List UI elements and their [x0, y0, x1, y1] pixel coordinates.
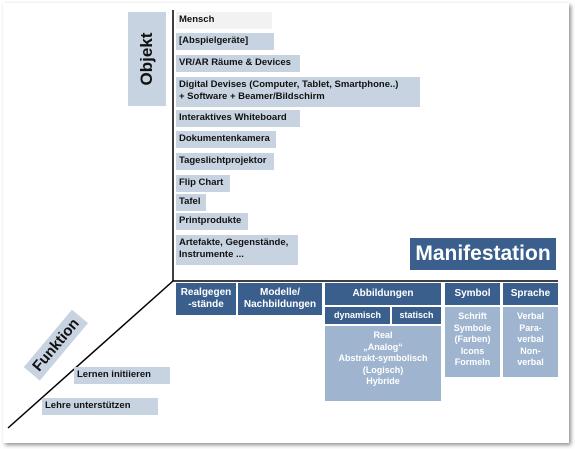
symbol-header: Symbol [445, 283, 500, 305]
symbol-detail-schrift: Schrift [458, 311, 487, 321]
symbol-detail-farben: (Farben) [454, 334, 491, 344]
objekt-item-mensch: Mensch [176, 12, 272, 29]
realgegenstaende-box: Realgegen -stände [176, 283, 236, 315]
symbol-detail-formeln: Formeln [454, 357, 491, 367]
objekt-axis-title: Objekt [128, 12, 166, 106]
symbol-detail-symbole: Symbole [453, 322, 492, 333]
funktion-axis-title: Funktion [22, 309, 90, 381]
sprache-detail-verbal: Verbal [516, 311, 545, 321]
abbildungen-header: Abbildungen [325, 283, 441, 305]
digital-devices-line-2: + Software + Beamer/Bildschirm [179, 91, 325, 102]
sprache-detail-para: Para- [519, 322, 542, 333]
objekt-item-flip-chart: Flip Chart [176, 175, 230, 192]
objekt-item-vr-ar: VR/AR Räume & Devices [176, 55, 300, 72]
funktion-item-lernen-initiieren: Lernen initiieren [74, 367, 170, 384]
objekt-item-whiteboard: Interaktives Whiteboard [176, 110, 300, 127]
abb-detail-abstrakt: Abstrakt-symbolisch [338, 353, 428, 363]
sprache-detail-non: Non- [520, 345, 541, 356]
objekt-item-tafel: Tafel [176, 194, 206, 211]
abb-detail-logisch: (Logisch) [362, 364, 404, 375]
symbol-details: Schrift Symbole (Farben) Icons Formeln [445, 307, 500, 377]
realgegen-line-2: -stände [188, 299, 224, 310]
objekt-item-tageslichtprojektor: Tageslichtprojektor [176, 153, 274, 170]
sprache-detail-nonverbal: verbal [517, 357, 544, 367]
modelle-line-1: Modelle/ [259, 287, 300, 298]
abb-detail-analog: „Analog“ [363, 341, 403, 352]
funktion-axis [7, 280, 174, 429]
objekt-item-dokumentenkamera: Dokumentenkamera [176, 131, 276, 148]
abb-detail-hybride: Hybride [366, 376, 400, 386]
objekt-item-artefakte: Artefakte, Gegenstände, Instrumente ... [176, 235, 298, 265]
sprache-details: Verbal Para- verbal Non- verbal [503, 307, 558, 377]
artefakte-line-1: Artefakte, Gegenstände, [179, 237, 289, 248]
objekt-item-digital-devices: Digital Devises (Computer, Tablet, Smart… [176, 77, 420, 107]
abbildungen-details: Real „Analog“ Abstrakt-symbolisch (Logis… [325, 326, 441, 401]
funktion-item-lehre-unterstuetzen: Lehre unterstützen [42, 398, 158, 415]
abb-detail-real: Real [373, 330, 393, 340]
sprache-detail-paraverbal: verbal [517, 334, 544, 344]
objekt-item-abspielgeraete: [Abspielgeräte] [176, 33, 274, 50]
objekt-title-text: Objekt [137, 32, 156, 86]
manifestation-axis-title: Manifestation [410, 238, 556, 270]
realgegen-line-1: Realgegen [180, 287, 232, 298]
digital-devices-line-1: Digital Devises (Computer, Tablet, Smart… [179, 79, 399, 90]
artefakte-line-2: Instrumente ... [179, 249, 244, 260]
sprache-header: Sprache [503, 283, 558, 305]
modelle-box: Modelle/ Nachbildungen [238, 283, 322, 315]
symbol-detail-icons: Icons [460, 345, 485, 356]
objekt-item-printprodukte: Printprodukte [176, 213, 248, 230]
modelle-line-2: Nachbildungen [243, 299, 317, 310]
statisch-box: statisch [392, 307, 441, 324]
dynamisch-box: dynamisch [325, 307, 390, 324]
